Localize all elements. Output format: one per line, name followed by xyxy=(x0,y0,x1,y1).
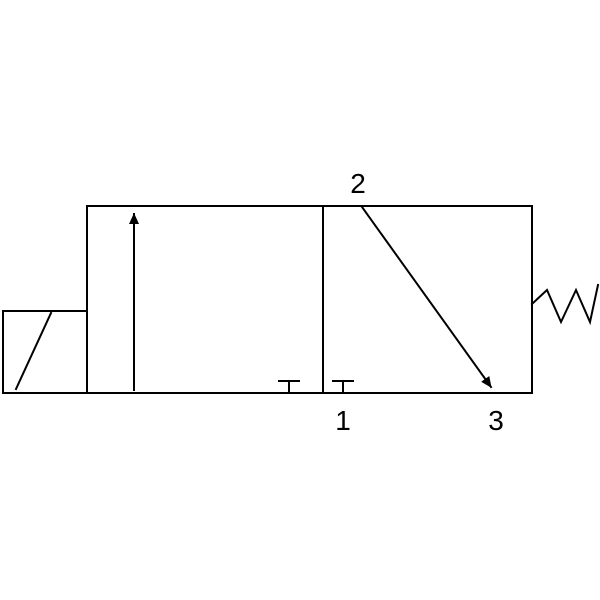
valve-body xyxy=(86,205,533,394)
blocked-port-symbol-right xyxy=(332,380,354,394)
solenoid-actuator xyxy=(2,310,88,394)
port-label-1: 1 xyxy=(335,405,351,436)
port-label-2: 2 xyxy=(350,168,366,199)
port-label-3: 3 xyxy=(488,405,504,436)
right-position xyxy=(332,205,493,394)
solenoid-box xyxy=(2,310,88,394)
flow-arrow-diagonal xyxy=(360,205,493,389)
spring-return-symbol xyxy=(530,283,600,326)
left-position xyxy=(129,213,300,394)
solenoid-coil-slash xyxy=(14,311,53,391)
valve-body-outline xyxy=(86,205,533,394)
blocked-port-symbol-left xyxy=(278,380,300,394)
